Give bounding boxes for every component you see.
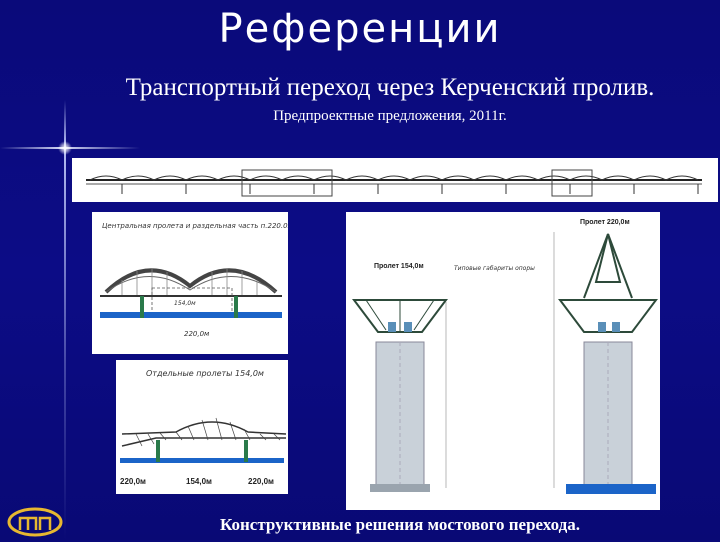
arch-panel-span-label: 220,0м (184, 330, 210, 338)
slide-caption: Конструктивные решения мостового переход… (220, 515, 580, 534)
truss-span-left: 220,0м (120, 477, 146, 486)
company-logo (6, 506, 64, 538)
truss-panel-label: Отдельные пролеты 154,0м (146, 369, 264, 378)
pier-note: Типовые габариты опоры (454, 265, 535, 272)
truss-span-right: 220,0м (248, 477, 274, 486)
bridge-elevation-strip (72, 158, 718, 202)
bridge-elevation-drawing (86, 169, 702, 197)
light-flare-center (58, 141, 72, 155)
truss-span-drawing-panel: Отдельные пролеты 154,0м 220,0м 154,0м 2… (116, 360, 288, 494)
slide-title: Референции (218, 6, 502, 52)
pier-right-label: Пролет 220,0м (580, 219, 630, 226)
arch-panel-span-label-2: 154,0м (174, 300, 196, 307)
arch-panel-label: Центральная пролета и раздельная часть п… (102, 222, 288, 230)
company-logo-icon (7, 507, 63, 537)
pier-left-label: Пролет 154,0м (374, 263, 424, 270)
slide-subtitle: Транспортный переход через Керченский пр… (125, 74, 655, 101)
slide-subtitle-date: Предпроектные предложения, 2011г. (273, 108, 507, 124)
truss-span-center: 154,0м (186, 477, 212, 486)
arch-span-drawing-panel: Центральная пролета и раздельная часть п… (92, 212, 294, 354)
light-flare-vertical (64, 100, 66, 540)
pier-drawing-panel: Пролет 154,0м Пролет 220,0м Типовые габа… (346, 212, 660, 510)
